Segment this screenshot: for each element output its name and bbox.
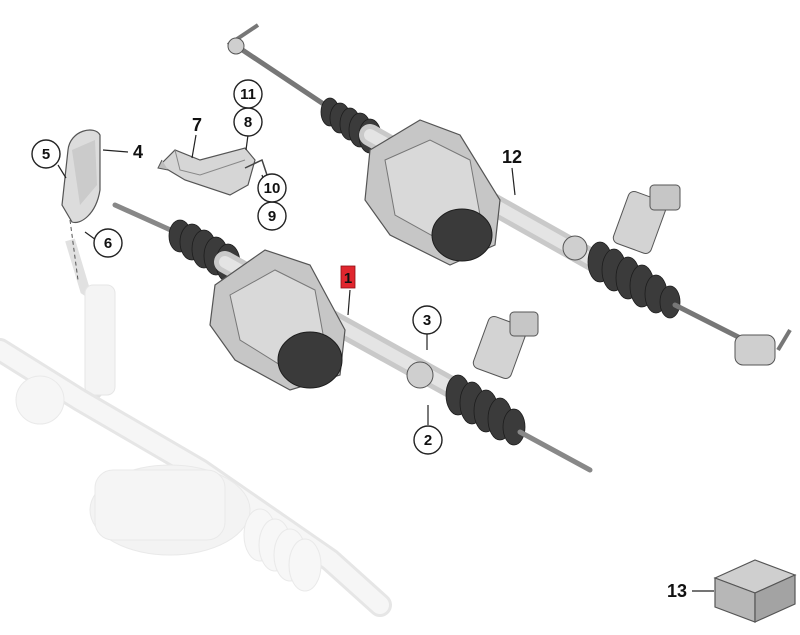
column-cover-part — [61, 129, 101, 281]
callout-9-label: 9 — [268, 208, 276, 225]
callout-7[interactable]: 7 — [192, 115, 202, 135]
callout-7-label: 7 — [192, 115, 202, 135]
callout-4[interactable]: 4 — [133, 142, 143, 162]
callout-10-label: 10 — [264, 180, 281, 197]
steering-rack-upper — [226, 23, 792, 366]
callout-1[interactable]: 1 — [340, 265, 356, 289]
box-part — [713, 559, 797, 623]
callout-12-label: 12 — [502, 147, 522, 167]
callout-9[interactable]: 9 — [257, 201, 287, 231]
callout-8[interactable]: 8 — [233, 107, 263, 137]
heat-shield-part — [157, 147, 256, 196]
steering-rack-lower — [112, 202, 593, 473]
callout-10[interactable]: 10 — [257, 173, 287, 203]
callout-6-label: 6 — [104, 235, 112, 252]
callout-5-label: 5 — [42, 146, 50, 163]
callout-2[interactable]: 2 — [413, 425, 443, 455]
callout-6[interactable]: 6 — [93, 228, 123, 258]
screw-part — [244, 158, 269, 179]
callout-11[interactable]: 11 — [233, 79, 263, 109]
callout-1-label: 1 — [344, 270, 352, 287]
callout-11-label: 11 — [240, 86, 256, 103]
callout-2-label: 2 — [424, 432, 432, 449]
callout-3[interactable]: 3 — [412, 305, 442, 335]
callout-13-label: 13 — [667, 581, 687, 601]
callout-3-label: 3 — [423, 312, 431, 329]
ghost-steering-rack — [0, 238, 392, 617]
callout-4-label: 4 — [133, 142, 143, 162]
callout-13[interactable]: 13 — [667, 581, 687, 601]
callout-8-label: 8 — [244, 114, 252, 131]
callout-12[interactable]: 12 — [502, 147, 522, 167]
callout-5[interactable]: 5 — [31, 139, 61, 169]
